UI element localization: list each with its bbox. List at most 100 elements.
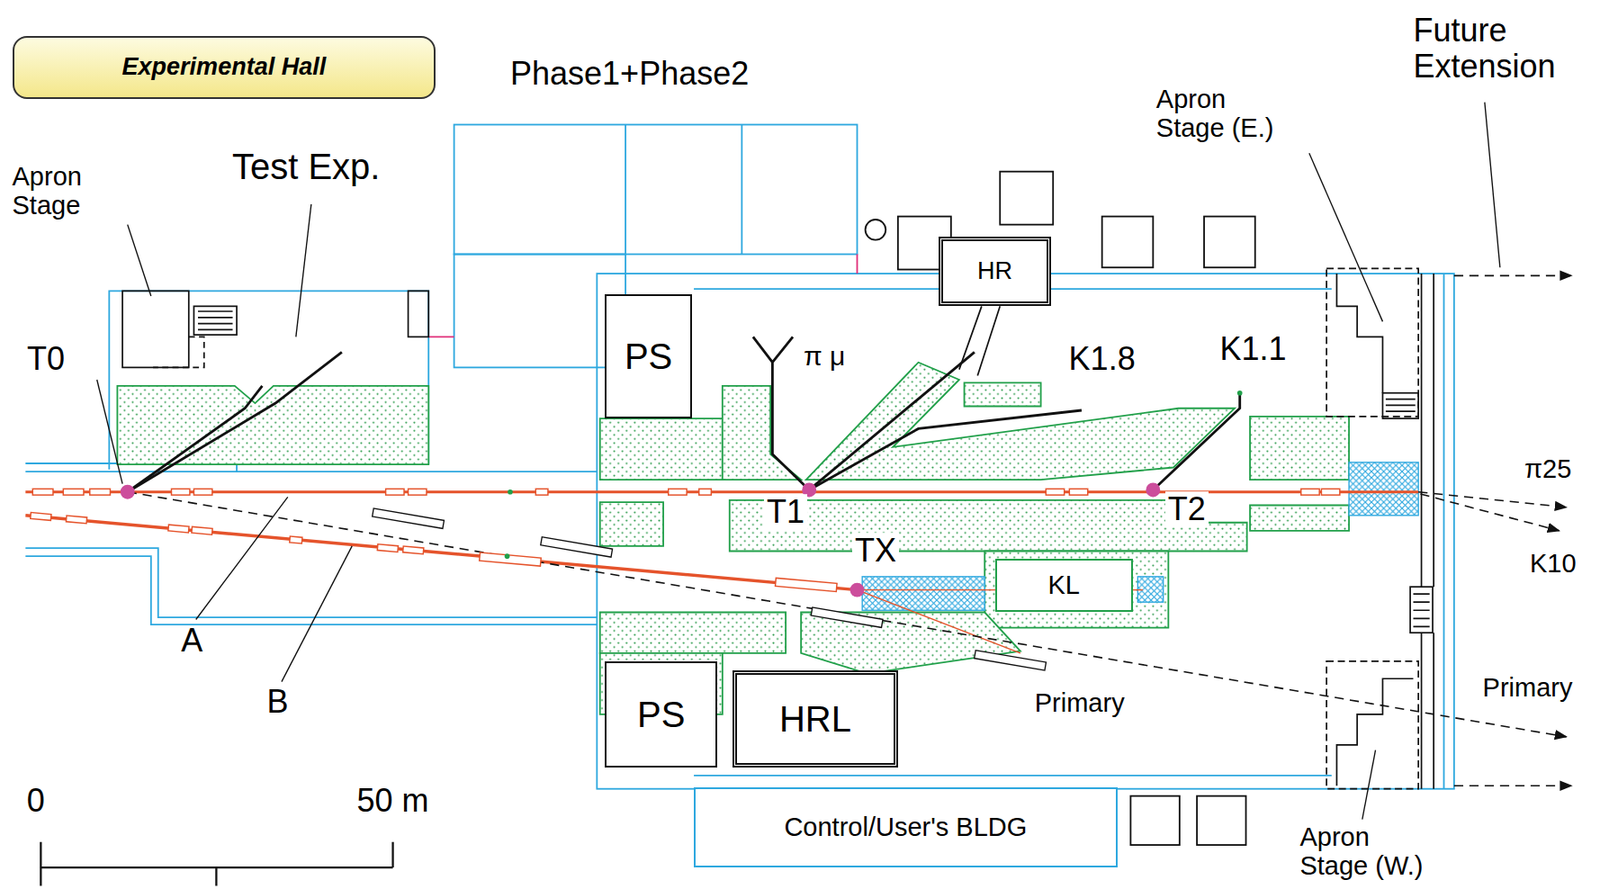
outbuildings — [1102, 216, 1154, 269]
building-walls — [693, 273, 1444, 790]
node-text: PS — [637, 694, 685, 735]
building-walls — [108, 290, 429, 469]
apron-stage-structure — [1410, 586, 1433, 633]
dump-magnet — [974, 650, 1047, 671]
map-label: π μ — [803, 340, 845, 370]
leader-line — [281, 546, 352, 683]
title-box: Experimental Hall — [12, 35, 437, 99]
magnet — [289, 536, 303, 544]
map-label: Primary — [1483, 674, 1574, 703]
leader-line — [127, 224, 152, 297]
apron-stage-structure — [1326, 268, 1419, 416]
magnet — [377, 544, 398, 553]
magnet — [30, 488, 1340, 592]
marker-dot — [1237, 390, 1243, 396]
marker-dot — [504, 553, 511, 559]
secondary-beamline — [127, 351, 342, 492]
area-box: HRL — [732, 670, 899, 768]
test-area-stage — [193, 305, 237, 335]
magnet — [62, 488, 84, 495]
beamline-box: KL — [995, 558, 1133, 612]
magnet — [1045, 488, 1064, 495]
magnet — [30, 512, 52, 522]
beam-dump — [862, 576, 985, 611]
secondary-beamline — [808, 410, 1082, 490]
building-walls — [596, 273, 1455, 790]
leader-line — [196, 496, 288, 620]
magnet — [32, 488, 54, 495]
leader-line — [97, 102, 1501, 820]
map-label: Primary — [1034, 689, 1125, 719]
magnet — [479, 552, 542, 567]
primary-beamline — [25, 490, 1419, 494]
map-label: Apron Stage (E.) — [1156, 85, 1287, 144]
building-walls — [454, 125, 858, 255]
scale-bar — [40, 842, 393, 887]
secondary-beamline — [808, 351, 975, 490]
map-label: K1.8 — [1069, 341, 1136, 378]
beam-extension — [1454, 785, 1572, 788]
magnet — [1321, 488, 1340, 495]
map-label: 50 m — [357, 782, 430, 819]
shielding — [116, 386, 429, 465]
building-walls — [25, 125, 1455, 790]
map-label: Test Exp. — [232, 146, 381, 187]
power-station-box: PS — [604, 661, 718, 768]
test-area-stage — [122, 290, 429, 368]
area-box: HR — [938, 236, 1052, 306]
magnet — [403, 546, 424, 555]
map-label: B — [266, 683, 288, 720]
test-area-stage — [408, 290, 430, 337]
node-text: Control/User's BLDG — [783, 813, 1027, 843]
marker-dot — [507, 489, 513, 495]
building-box: Control/User's BLDG — [693, 787, 1118, 867]
magnet — [89, 488, 111, 495]
outbuildings — [1130, 796, 1179, 845]
outbuildings — [865, 219, 887, 241]
map-label: Apron Stage (W.) — [1299, 823, 1435, 881]
magnet — [1301, 488, 1320, 495]
apron-stage-structure — [1421, 273, 1435, 790]
beam-extension — [1454, 275, 1572, 278]
magnet — [171, 488, 190, 495]
building-walls — [25, 548, 597, 625]
map-label: TX — [852, 533, 899, 570]
map-label: T1 — [764, 494, 808, 531]
map-label: 0 — [26, 782, 45, 819]
apron-stage-structure — [1412, 593, 1430, 627]
dump-magnet — [372, 508, 1047, 671]
secondary-beamline — [127, 386, 263, 493]
hr-corridor — [959, 305, 1000, 376]
secondary-beamline — [753, 336, 809, 490]
target — [850, 583, 865, 598]
leader-line — [296, 204, 312, 337]
beam-dump — [862, 462, 1419, 611]
secondary-beamline — [1152, 393, 1240, 491]
scale-bar — [40, 842, 393, 887]
magnet — [1069, 488, 1088, 495]
dump-magnet — [810, 607, 883, 628]
map-label: A — [180, 622, 203, 659]
outbuildings — [1196, 796, 1246, 845]
leader-line — [1362, 750, 1376, 820]
node-text: KL — [1047, 571, 1079, 601]
shielding — [806, 362, 1235, 480]
map-label: T2 — [1165, 491, 1209, 528]
leader-line — [1309, 152, 1384, 322]
map-label: T0 — [26, 341, 65, 378]
shielding — [600, 418, 723, 480]
node-text: PS — [624, 336, 673, 377]
map-label: π25 — [1524, 455, 1572, 485]
shielding — [800, 612, 1021, 675]
leader-line — [97, 379, 123, 485]
map-label: K10 — [1529, 549, 1577, 579]
map-label: K1.1 — [1219, 331, 1286, 368]
primary-beamline — [25, 492, 1419, 654]
magnet — [168, 524, 189, 533]
map-label: Future Extension — [1413, 13, 1567, 85]
beam-extension — [1420, 494, 1559, 531]
beam-extension — [127, 275, 1573, 786]
magnet — [699, 488, 712, 495]
apron-stage-structure — [1336, 273, 1383, 394]
test-area-stage — [122, 290, 189, 368]
